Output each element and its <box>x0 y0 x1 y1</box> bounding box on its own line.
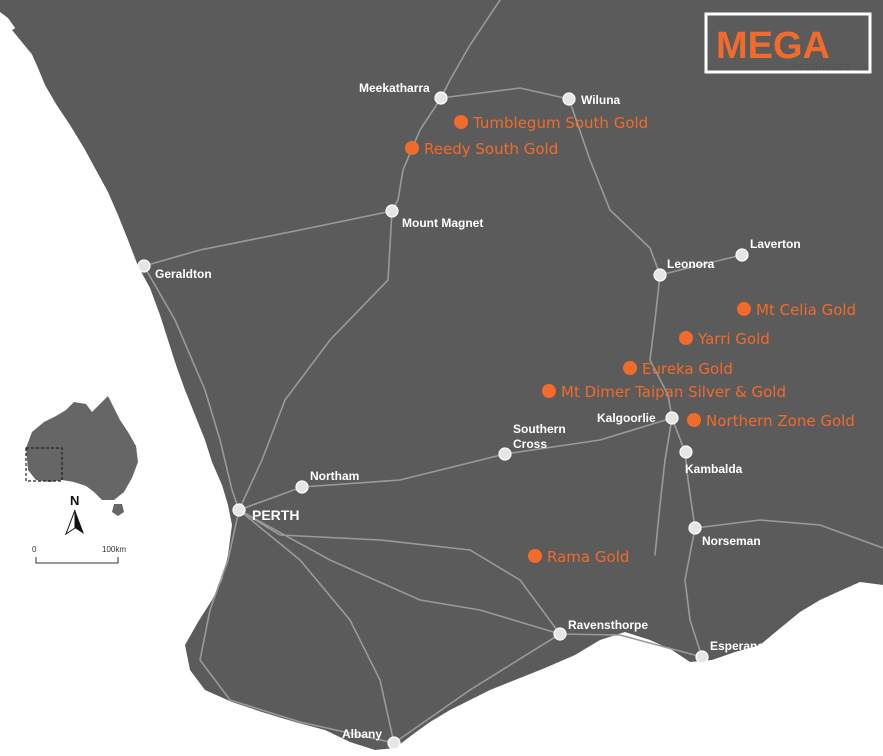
town-label-norseman: Norseman <box>702 534 761 548</box>
peninsula <box>12 22 96 122</box>
town-label-kambalda: Kambalda <box>685 462 743 476</box>
project-label-mt-celia: Mt Celia Gold <box>756 301 856 319</box>
town-label-cross: Cross <box>513 437 547 451</box>
town-markers <box>137 91 749 750</box>
project-label-tumblegum: Tumblegum South Gold <box>472 114 648 132</box>
project-label-eureka: Eureka Gold <box>642 360 733 378</box>
town-label-southern: Southern <box>513 422 566 436</box>
project-marker-reedy <box>405 141 419 155</box>
town-marker-ravensthorpe <box>553 627 567 641</box>
tasmania-icon <box>112 504 124 516</box>
north-arrow: N <box>64 493 84 536</box>
town-label-ravensthorpe: Ravensthorpe <box>568 618 648 632</box>
australia-icon <box>26 396 138 500</box>
inset-location-box <box>25 447 63 482</box>
mega-logo: MEGA RESOURCES <box>704 12 872 74</box>
logo-tagline: RESOURCES <box>792 63 852 72</box>
town-label-kalgoorlie: Kalgoorlie <box>597 411 656 425</box>
project-marker-mt-celia <box>737 302 751 316</box>
project-label-reedy: Reedy South Gold <box>424 140 558 158</box>
town-label-laverton: Laverton <box>750 237 801 251</box>
town-label-geraldton: Geraldton <box>155 267 212 281</box>
project-marker-mt-dimer <box>542 384 556 398</box>
project-label-yarri: Yarri Gold <box>697 330 770 348</box>
scale-end-label: 100km <box>102 545 126 554</box>
town-marker-meekatharra <box>434 91 448 105</box>
town-marker-mount-magnet <box>385 204 399 218</box>
scale-start-label: 0 <box>32 545 37 554</box>
north-arrow-icon <box>75 510 84 534</box>
project-label-mt-dimer: Mt Dimer Taipan Silver & Gold <box>561 383 786 401</box>
town-marker-northam <box>295 480 309 494</box>
north-label: N <box>70 493 79 508</box>
town-marker-leonora <box>653 268 667 282</box>
town-marker-norseman <box>688 521 702 535</box>
logo-wordmark: MEGA <box>716 25 830 67</box>
town-marker-perth <box>232 503 246 517</box>
town-label-northam: Northam <box>310 469 359 483</box>
town-marker-esperance <box>695 650 709 664</box>
project-marker-yarri <box>679 331 693 345</box>
town-marker-kambalda <box>679 445 693 459</box>
town-label-wiluna: Wiluna <box>581 93 621 107</box>
town-marker-geraldton <box>137 259 151 273</box>
project-marker-tumblegum <box>454 115 468 129</box>
town-label-mount-magnet: Mount Magnet <box>402 216 483 230</box>
town-label-esperance: Esperance <box>710 639 771 653</box>
australia-inset <box>25 396 138 516</box>
roads <box>143 0 883 744</box>
project-marker-northern-zone <box>687 413 701 427</box>
island <box>128 0 145 26</box>
town-label-meekatharra: Meekatharra <box>359 81 430 95</box>
town-label-perth: PERTH <box>252 507 299 523</box>
project-marker-eureka <box>623 361 637 375</box>
project-markers <box>405 115 751 563</box>
town-marker-albany <box>387 736 401 750</box>
scale-bar: 0 100km <box>32 545 126 564</box>
town-marker-laverton <box>735 248 749 262</box>
town-marker-southern-cross <box>498 447 512 461</box>
town-label-leonora: Leonora <box>667 257 715 271</box>
project-label-northern-zone: Northern Zone Gold <box>706 412 855 430</box>
town-marker-wiluna <box>562 92 576 106</box>
project-marker-rama <box>528 549 542 563</box>
town-marker-kalgoorlie <box>665 411 679 425</box>
town-label-albany: Albany <box>342 727 382 741</box>
project-label-rama: Rama Gold <box>547 548 629 566</box>
